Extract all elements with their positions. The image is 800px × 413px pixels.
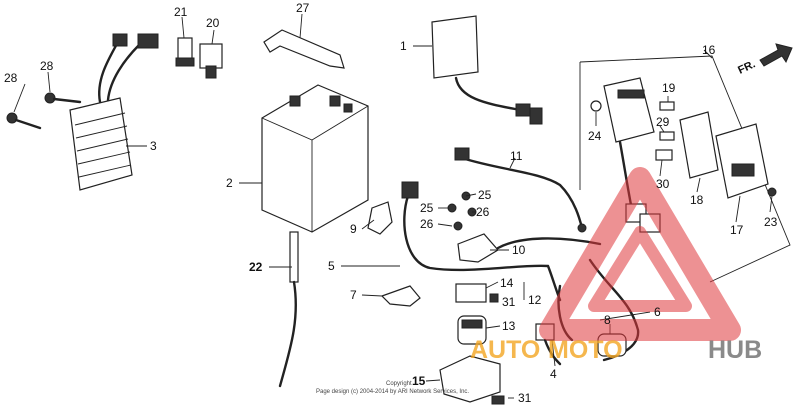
fasteners-25-26 [447, 191, 477, 231]
regulator-rectifier [69, 33, 159, 191]
watermark [539, 167, 741, 341]
callout-15: 15 [412, 374, 426, 388]
callout-12: 12 [528, 293, 542, 307]
callout-25a: 25 [478, 188, 492, 202]
front-label: FR. [736, 58, 757, 76]
callout-30: 30 [656, 177, 670, 191]
callout-14: 14 [500, 276, 514, 290]
callout-7: 7 [350, 288, 357, 302]
callout-10: 10 [512, 243, 526, 257]
relay-13 [457, 315, 487, 345]
battery [261, 84, 369, 233]
callout-25b: 25 [420, 201, 434, 215]
callout-22: 22 [249, 260, 263, 274]
fuse-29 [659, 131, 675, 141]
boot-9 [367, 201, 393, 235]
watermark-text: AUTO MOTO HUB [470, 336, 762, 364]
callout-31a: 31 [502, 295, 516, 309]
callout-4: 4 [550, 367, 557, 381]
nut-24 [590, 100, 602, 112]
callout-16: 16 [702, 43, 716, 57]
fuse-cover-17 [715, 123, 769, 199]
copyright-footer: Copyright Page design (c) 2004-2014 by A… [316, 381, 469, 395]
callout-9: 9 [350, 222, 357, 236]
callout-23: 23 [764, 215, 778, 229]
boot-10 [457, 233, 602, 263]
watermark-triangle [539, 167, 741, 341]
callout-24: 24 [588, 129, 602, 143]
callout-3: 3 [150, 139, 157, 153]
callout-27: 27 [296, 1, 310, 15]
callout-11: 11 [510, 149, 523, 163]
watermark-moto: MOTO [548, 336, 623, 364]
label-18 [679, 111, 719, 179]
callout-28b: 28 [40, 59, 54, 73]
switch-14 [455, 283, 499, 303]
copyright-line-1: Copyright [386, 381, 412, 387]
fuse-box-panel [579, 55, 791, 283]
callout-20: 20 [206, 16, 220, 30]
cable-5 [401, 181, 562, 302]
starter-relay-15 [439, 355, 505, 405]
callout-numbers: 28 28 3 21 20 27 2 22 1 11 9 5 7 10 25 2… [4, 1, 778, 405]
callout-13: 13 [502, 319, 516, 333]
cable-11 [454, 147, 587, 233]
callout-26a: 26 [476, 205, 490, 219]
callout-5: 5 [328, 259, 335, 273]
fuse-holder-16 [603, 77, 661, 233]
front-direction-arrow: FR. [736, 43, 793, 77]
callout-19: 19 [662, 81, 676, 95]
boot-7 [380, 285, 421, 307]
fuse-19 [659, 101, 675, 111]
relay-21 [175, 37, 195, 67]
igniter-unit [431, 15, 543, 125]
callout-26b: 26 [420, 217, 434, 231]
callout-29: 29 [656, 115, 670, 129]
bolt-28b [44, 92, 82, 104]
callout-21: 21 [174, 5, 188, 19]
breather-tube [278, 231, 299, 388]
watermark-hub: HUB [708, 336, 762, 364]
relay-20 [199, 43, 223, 79]
copyright-line-2: Page design (c) 2004-2014 by ARI Network… [316, 389, 469, 395]
callout-28a: 28 [4, 71, 18, 85]
callout-18: 18 [690, 193, 704, 207]
callout-1: 1 [400, 39, 407, 53]
fuse-30 [655, 149, 673, 161]
callout-31b: 31 [518, 391, 532, 405]
callout-8: 8 [604, 313, 611, 327]
callout-2: 2 [226, 176, 233, 190]
watermark-auto: AUTO [470, 336, 540, 364]
screw-23 [767, 187, 777, 197]
battery-strap [263, 29, 345, 69]
callout-6: 6 [654, 305, 661, 319]
callout-17: 17 [730, 223, 744, 237]
bolt-28 [6, 112, 42, 130]
